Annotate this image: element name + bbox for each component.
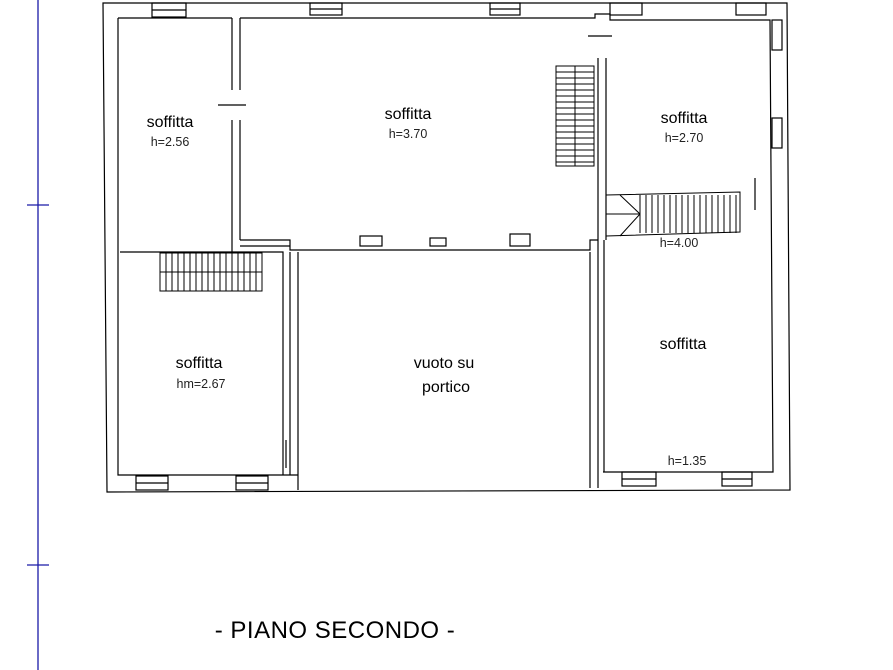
stair-height-label: h=4.00	[660, 236, 699, 250]
floor-title: - PIANO SECONDO -	[215, 617, 456, 644]
room-3-name: soffitta	[661, 110, 708, 127]
void-label-line1: vuoto su	[414, 355, 474, 372]
room-2-name: soffitta	[385, 106, 432, 123]
room-1-height: h=2.56	[151, 135, 190, 149]
void-label-line2: portico	[422, 379, 470, 396]
reference-axis	[27, 0, 49, 670]
walls	[102, 2, 791, 493]
room-4-height: hm=2.67	[177, 377, 226, 391]
room-3-height: h=2.70	[665, 131, 704, 145]
room-5-height: h=1.35	[668, 454, 707, 468]
staircase-left	[159, 252, 263, 292]
room-4-name: soffitta	[176, 355, 223, 372]
room-1-name: soffitta	[147, 114, 194, 131]
staircase-right	[605, 191, 741, 237]
room-5-name: soffitta	[660, 336, 707, 353]
room-2-height: h=3.70	[389, 127, 428, 141]
staircase-upper	[555, 65, 595, 167]
